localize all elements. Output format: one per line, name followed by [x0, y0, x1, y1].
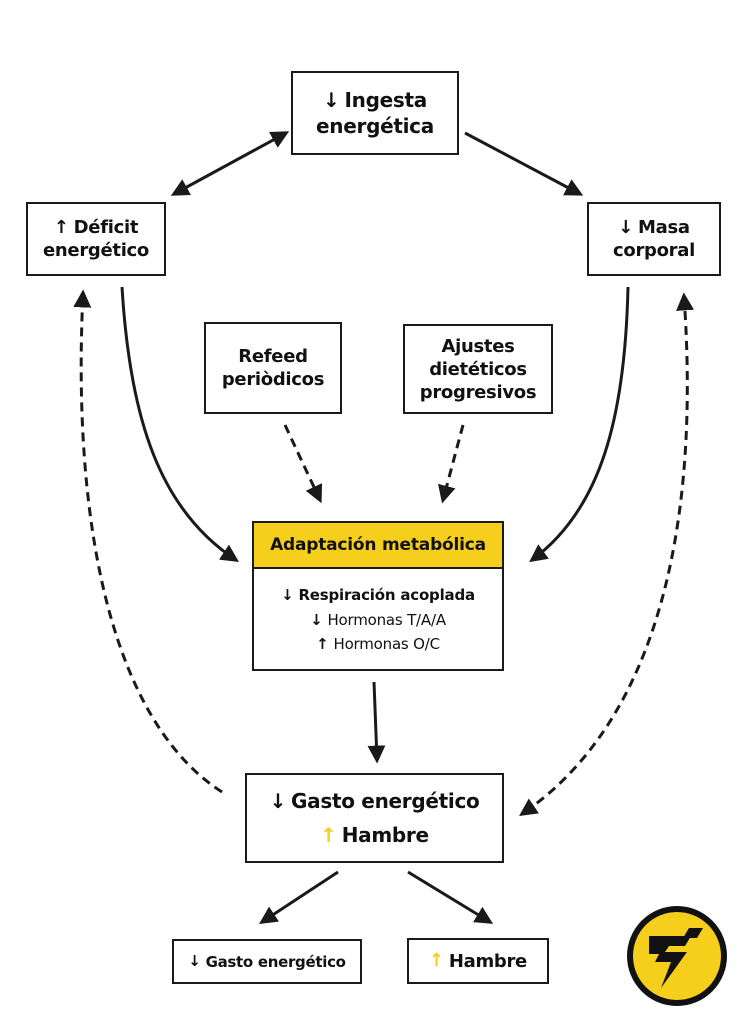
adaptacion-gasto-arrow — [367, 681, 386, 764]
down-arrow-icon: ↓ — [618, 216, 634, 238]
down-arrow-icon: ↓ — [310, 610, 323, 629]
node-refeed-periodicos: Refeed periòdicos — [204, 322, 342, 414]
node-deficit-energetico: ↑ Déficit energético — [26, 202, 166, 276]
refeed-label-line2: periòdicos — [221, 369, 325, 390]
gasto-small-label: Gasto energético — [205, 952, 346, 971]
node-hambre-small: ↑ Hambre — [407, 938, 549, 984]
up-arrow-icon: ↑ — [53, 216, 69, 238]
split-left-arrow — [258, 870, 339, 924]
deficit-adaptacion-arrow — [120, 286, 240, 562]
adaptacion-item-respiracion: Respiración acoplada — [298, 586, 475, 604]
up-arrow-icon-yellow: ↑ — [429, 950, 444, 971]
node-masa-corporal: ↓ Masa corporal — [587, 202, 721, 276]
ingesta-label-line1: Ingesta — [344, 88, 428, 112]
node-gasto-hambre: ↓ Gasto energético ↑ Hambre — [245, 773, 504, 863]
masa-gasto-feedback-arrow — [519, 292, 694, 817]
ingesta-deficit-arrow — [170, 131, 290, 196]
deficit-label-line2: energético — [42, 240, 149, 261]
down-arrow-icon: ↓ — [188, 952, 201, 970]
ajustes-adaptacion-arrow — [438, 424, 465, 504]
node-gasto-small: ↓ Gasto energético — [172, 939, 362, 984]
adaptacion-header: Adaptación metabólica — [254, 523, 502, 569]
adaptacion-title: Adaptación metabólica — [270, 535, 486, 555]
down-arrow-icon: ↓ — [323, 88, 340, 112]
refeed-adaptacion-arrow — [283, 424, 323, 504]
gasto-label: Gasto energético — [291, 789, 480, 813]
ajustes-label-line1: Ajustes — [441, 335, 515, 357]
ingesta-label-line2: energética — [316, 114, 434, 138]
deficit-label-line1: Déficit — [73, 217, 139, 238]
refeed-label-line1: Refeed — [238, 346, 308, 367]
up-arrow-icon: ↑ — [316, 634, 329, 653]
up-arrow-icon-yellow: ↑ — [320, 823, 337, 847]
hambre-small-label: Hambre — [448, 950, 527, 972]
masa-label-line2: corporal — [613, 240, 695, 261]
down-arrow-icon: ↓ — [281, 585, 294, 604]
node-ingesta-energetica: ↓ Ingesta energética — [291, 71, 459, 155]
lightning-bolt-icon — [627, 906, 727, 1006]
adaptacion-item-hormonas-oc: Hormonas O/C — [333, 635, 440, 653]
ingesta-masa-arrow — [464, 131, 584, 196]
hambre-label: Hambre — [341, 823, 429, 847]
split-right-arrow — [407, 870, 494, 924]
ajustes-label-line2: dietéticos — [429, 358, 527, 380]
down-arrow-icon: ↓ — [269, 789, 287, 813]
gasto-deficit-feedback-arrow — [73, 289, 223, 794]
ajustes-label-line3: progresivos — [419, 381, 537, 403]
node-ajustes-dieteticos: Ajustes dietéticos progresivos — [403, 324, 553, 414]
masa-label-line1: Masa — [638, 217, 690, 238]
adaptacion-item-hormonas-taa: Hormonas T/A/A — [327, 611, 446, 629]
node-adaptacion-metabolica: Adaptación metabólica ↓ Respiración acop… — [252, 521, 504, 671]
